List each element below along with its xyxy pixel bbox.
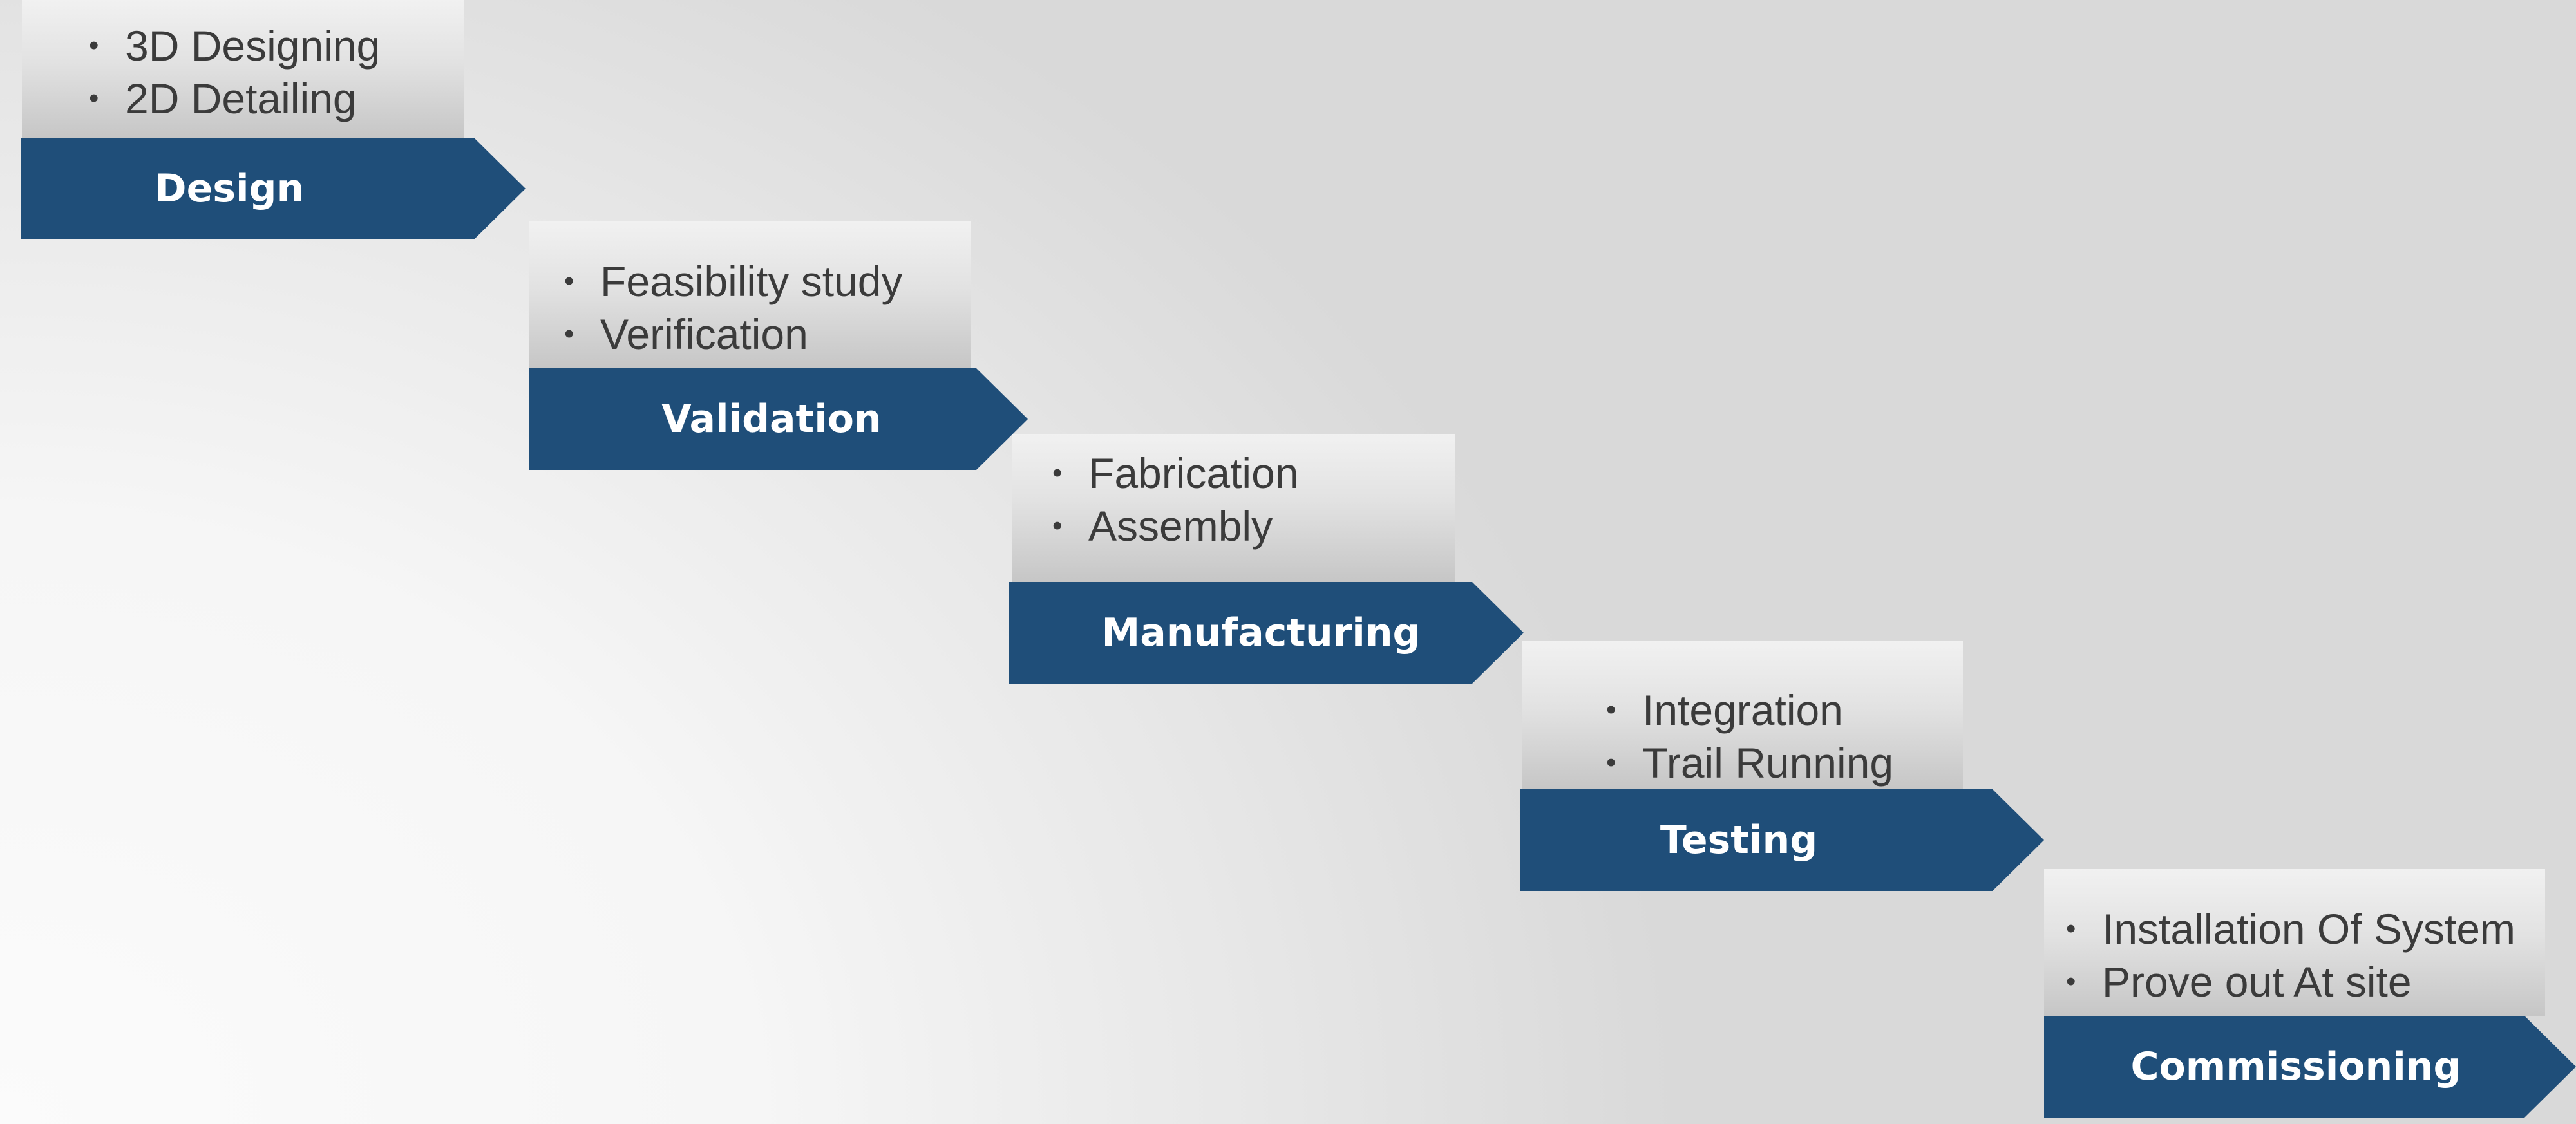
- stage-design-arrow: Design: [21, 138, 526, 239]
- stage-manufacturing-details: •Fabrication •Assembly: [1012, 434, 1455, 582]
- detail-item: •Fabrication: [1052, 447, 1299, 500]
- detail-item: •2D Detailing: [89, 72, 380, 125]
- stage-commissioning-title: Commissioning: [2130, 1044, 2461, 1089]
- bullet-icon: •: [89, 82, 99, 114]
- bullet-icon: •: [564, 265, 574, 297]
- stage-commissioning-arrow: Commissioning: [2044, 1016, 2576, 1118]
- detail-item: •3D Designing: [89, 19, 380, 72]
- detail-item: •Prove out At site: [2066, 955, 2515, 1008]
- detail-item: •Verification: [564, 308, 903, 361]
- bullet-icon: •: [2066, 966, 2076, 997]
- stage-commissioning-details: •Installation Of System •Prove out At si…: [2044, 869, 2545, 1016]
- stage-validation-details: •Feasibility study •Verification: [529, 221, 971, 368]
- stage-testing-title: Testing: [1660, 818, 1818, 863]
- bullet-icon: •: [1052, 510, 1063, 541]
- bullet-icon: •: [564, 318, 574, 350]
- bullet-icon: •: [2066, 913, 2076, 944]
- bullet-icon: •: [1606, 747, 1616, 778]
- detail-item: •Assembly: [1052, 500, 1299, 552]
- stage-validation-title: Validation: [661, 397, 882, 442]
- bullet-icon: •: [1052, 457, 1063, 489]
- stage-testing-details: •Integration •Trail Running: [1522, 641, 1963, 789]
- stage-validation-arrow: Validation: [529, 368, 1028, 470]
- detail-item: •Integration: [1606, 684, 1893, 736]
- bullet-icon: •: [89, 30, 99, 61]
- stage-design-details: •3D Designing •2D Detailing: [22, 0, 464, 138]
- detail-item: •Feasibility study: [564, 255, 903, 308]
- stage-design-title: Design: [154, 166, 305, 211]
- stage-manufacturing-title: Manufacturing: [1101, 610, 1421, 655]
- detail-item: •Trail Running: [1606, 736, 1893, 789]
- stage-manufacturing-arrow: Manufacturing: [1009, 582, 1524, 684]
- detail-item: •Installation Of System: [2066, 903, 2515, 955]
- stage-testing-arrow: Testing: [1520, 789, 2044, 891]
- bullet-icon: •: [1606, 694, 1616, 726]
